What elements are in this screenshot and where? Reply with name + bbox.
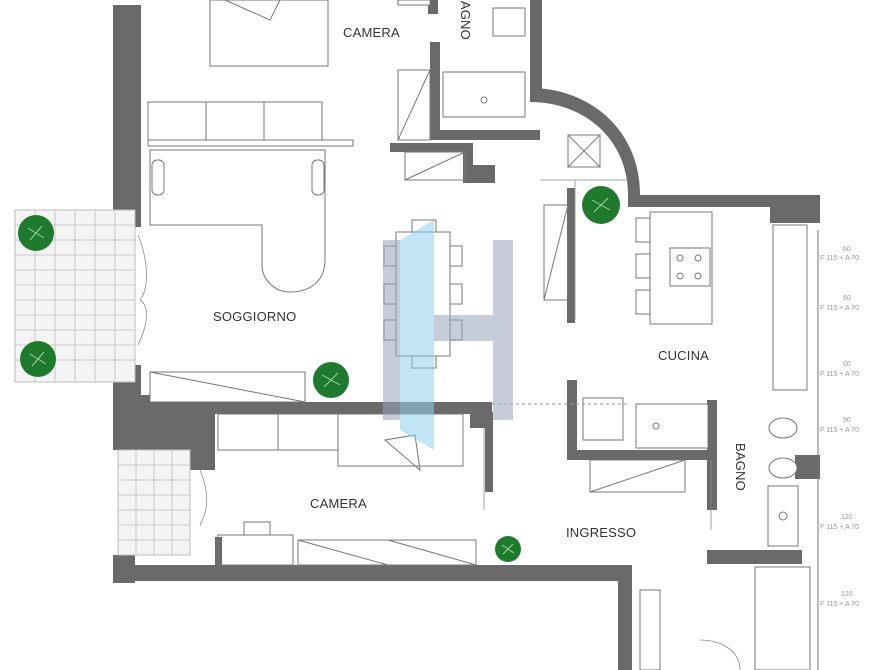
wardrobe-camera-1 xyxy=(217,413,279,451)
wall-left-upper xyxy=(113,5,141,227)
wardrobe-soggiorno-1 xyxy=(147,101,207,141)
room-label-bagno-top: BAGNO xyxy=(458,0,473,40)
furniture xyxy=(147,0,811,670)
dim-label: F 115 + A 70 xyxy=(820,371,859,378)
wardrobe-ingresso xyxy=(754,566,811,670)
wall-post-1 xyxy=(485,412,493,492)
bed-top xyxy=(209,0,329,67)
desk-chair xyxy=(383,434,421,472)
chair-5 xyxy=(449,283,463,305)
wall-bagno-left xyxy=(430,42,440,140)
room-label-camera-top: CAMERA xyxy=(343,25,400,40)
wall-top-small xyxy=(428,0,438,14)
wardrobe-camera-2 xyxy=(277,413,339,451)
wall-mid-horizontal xyxy=(141,402,491,414)
sofa-arm-right xyxy=(311,159,325,196)
wall-right-pillar xyxy=(795,455,820,479)
room-label-cucina: CUCINA xyxy=(658,348,709,363)
dim-label: F 115 + A 70 xyxy=(820,255,859,262)
bathtub-top xyxy=(442,71,526,118)
chair-4 xyxy=(449,245,463,267)
dim-label: F 115 + A 70 xyxy=(820,427,859,434)
room-label-ingresso: INGRESSO xyxy=(566,525,636,540)
cooktop xyxy=(669,247,711,287)
wardrobe-soggiorno-2 xyxy=(205,101,265,141)
dim-label: 60 xyxy=(843,295,851,302)
h-logo-icon xyxy=(383,220,513,450)
wall-bagno-right-h xyxy=(567,450,717,460)
fridge xyxy=(543,204,569,301)
plants-leaves xyxy=(27,197,611,555)
nightstand-camera xyxy=(243,521,271,536)
wardrobe-soggiorno-3 xyxy=(263,101,323,141)
wall-bagno-right-top xyxy=(567,380,577,460)
stool-2 xyxy=(635,253,651,279)
toilet-right xyxy=(768,417,798,439)
wall-bagno-right-bottom xyxy=(707,550,802,564)
sofa xyxy=(149,149,326,293)
wall-left-middle xyxy=(113,365,215,470)
stool-1 xyxy=(635,217,651,243)
rail-top xyxy=(147,139,354,147)
room-labels: CAMERA BAGNO SOGGIORNO CUCINA CAMERA ING… xyxy=(213,0,748,540)
wall-corridor-c xyxy=(473,165,495,183)
dim-label: 120 xyxy=(841,591,853,598)
wall-bagno-bottom xyxy=(430,130,540,140)
wall-corridor-b xyxy=(463,143,473,183)
shelf-camera xyxy=(217,534,294,566)
wall-corridor-a xyxy=(390,143,472,152)
cabinet-ingresso xyxy=(589,459,686,493)
cabinet-bottom xyxy=(639,589,661,670)
doors xyxy=(137,179,741,670)
dim-label: F 115 + A 70 xyxy=(820,305,859,312)
sink-top xyxy=(492,7,526,37)
room-label-bagno-right: BAGNO xyxy=(733,443,748,491)
wall-arc xyxy=(530,88,640,195)
nightstand-top xyxy=(397,0,431,6)
dim-label: 90 xyxy=(843,417,851,424)
shower-box xyxy=(582,397,624,441)
bench-camera xyxy=(297,539,477,566)
wall-bagno-right xyxy=(530,0,542,100)
wall-cucina-partition xyxy=(567,188,575,323)
dim-label: F 115 + A 70 xyxy=(820,601,859,608)
terrace-lower-hatch xyxy=(118,450,190,555)
cabinet-corridor xyxy=(404,151,466,181)
bidet-right xyxy=(768,457,798,479)
room-label-camera-bottom: CAMERA xyxy=(310,496,367,511)
dim-label: 120 xyxy=(841,514,853,521)
bed-top-sheet xyxy=(224,0,281,21)
bathtub-right xyxy=(635,403,709,449)
room-label-soggiorno: SOGGIORNO xyxy=(213,309,296,324)
wardrobe-corridor xyxy=(397,69,431,141)
wall-bottom xyxy=(113,537,632,670)
wall-cucina-topright xyxy=(770,195,820,223)
dim-label: 60 xyxy=(843,246,851,253)
dim-label: 60 xyxy=(843,361,851,368)
dimension-labels: 60 F 115 + A 70 60 F 115 + A 70 60 F 115… xyxy=(817,230,859,670)
wall-bagno-right-v xyxy=(707,400,717,510)
sofa-arm-left xyxy=(151,159,165,196)
walls xyxy=(113,0,820,670)
kitchen-island xyxy=(649,211,713,325)
sink-right xyxy=(767,485,799,547)
dim-label: F 115 + A 70 xyxy=(820,524,859,531)
stool-3 xyxy=(635,289,651,315)
kitchen-counter xyxy=(772,224,808,391)
